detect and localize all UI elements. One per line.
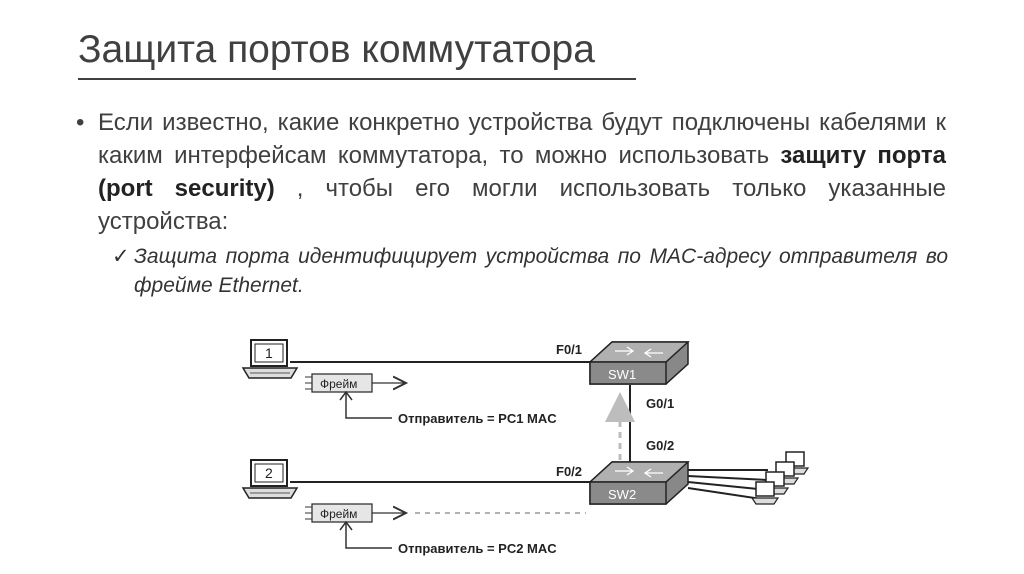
sub-bullet-text: Защита порта идентифицирует устройства п…	[134, 245, 948, 297]
frame-1-icon	[305, 373, 406, 393]
sw2-host-links	[687, 469, 769, 501]
pc2-computer-icon	[241, 459, 299, 499]
sender-1-label: Отправитель = PC1 MAC	[398, 411, 557, 426]
title-underline	[78, 78, 636, 80]
sw1-label: SW1	[608, 367, 636, 382]
bullet-marker: •	[76, 109, 85, 136]
main-bullet: • Если известно, какие конкретно устройс…	[76, 106, 946, 238]
sw2-switch-icon	[588, 461, 690, 505]
sender-2-pointer	[345, 522, 392, 549]
sw1-switch-icon	[588, 341, 690, 385]
pc1-computer-icon	[241, 339, 299, 379]
bullet-bold-term: защиту порта (port security)	[98, 142, 946, 202]
pc1-label: 1	[265, 345, 273, 361]
port-g01-label: G0/1	[646, 396, 674, 411]
port-f01-label: F0/1	[556, 342, 582, 357]
pc2-label: 2	[265, 465, 273, 481]
host-pc-icons	[750, 451, 810, 505]
sender-2-label: Отправитель = PC2 MAC	[398, 541, 557, 556]
bullet-text: Если известно, какие конкретно устройств…	[98, 109, 946, 235]
port-f02-label: F0/2	[556, 464, 582, 479]
slide-title: Защита портов коммутатора	[78, 28, 595, 71]
checkmark-icon: ✓	[112, 245, 130, 268]
sw2-label: SW2	[608, 487, 636, 502]
frame-1-label: Фрейм	[320, 377, 357, 391]
frame-2-icon	[305, 503, 586, 523]
sub-bullet: ✓ Защита порта идентифицирует устройства…	[112, 242, 948, 300]
port-g02-label: G0/2	[646, 438, 674, 453]
sender-1-pointer	[345, 392, 392, 419]
frame-2-label: Фрейм	[320, 507, 357, 521]
